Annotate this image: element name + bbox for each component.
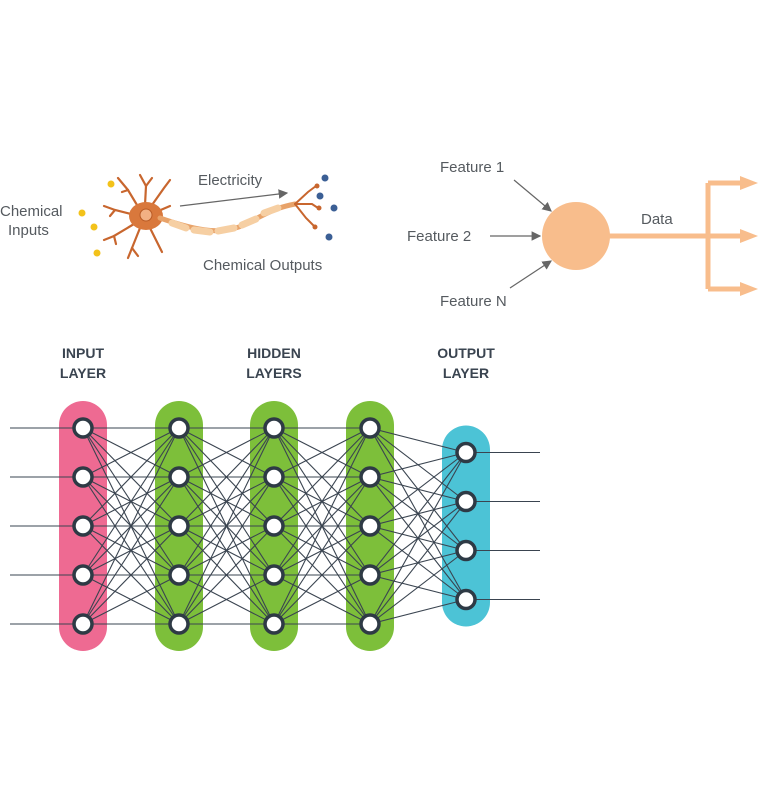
output-chemical-dot [321, 174, 329, 182]
output-node [455, 490, 477, 513]
hidden-layers-title-2: LAYERS [246, 365, 302, 381]
connection-edge [273, 476, 371, 625]
connection-edge [82, 427, 180, 478]
connection-edge [273, 427, 371, 576]
perceptron-diagram: Feature 1 Feature 2 Feature N Data [407, 159, 758, 310]
output-node [455, 441, 477, 464]
electricity-label: Electricity [198, 172, 263, 189]
output-chemical-dot [330, 204, 338, 212]
chemical-inputs-label-line2: Inputs [8, 222, 49, 239]
output-chemical-dot [325, 233, 333, 241]
output-layer-pill [442, 425, 490, 627]
connection-edge [82, 525, 180, 625]
connection-edge [369, 451, 467, 478]
connection-edge [369, 452, 467, 576]
connection-edge [82, 427, 180, 625]
input-node [72, 515, 94, 537]
chemical-outputs-label: Chemical Outputs [203, 257, 322, 274]
connection-edge [82, 574, 180, 625]
data-arrowhead [740, 282, 758, 296]
axon-terminals [294, 185, 319, 227]
connection-edge [178, 574, 275, 625]
feature-2-label: Feature 2 [407, 228, 471, 245]
hidden-node [359, 613, 381, 635]
perceptron-node [542, 202, 610, 270]
input-chemical-dot [78, 209, 86, 217]
output-node [455, 539, 477, 562]
connection-edge [369, 452, 467, 527]
output-layer-title-1: OUTPUT [437, 345, 495, 361]
input-node [72, 466, 94, 488]
myelin-sheath [168, 204, 282, 236]
connection-edge [273, 525, 371, 625]
terminal-bulb [316, 205, 322, 211]
connection-edge [273, 574, 371, 625]
connection-edge [178, 427, 275, 478]
feature-1-label: Feature 1 [440, 159, 504, 176]
chemical-inputs-label-line1: Chemical [0, 203, 63, 220]
neuron-illustration: Chemical Inputs Electricity Chemical Out… [0, 172, 338, 274]
input-chemical-dot [107, 180, 115, 188]
input-node [72, 417, 94, 439]
hidden-layers-title-1: HIDDEN [247, 345, 301, 361]
terminal-bulb [312, 224, 318, 230]
feature-n-arrow [509, 260, 553, 289]
data-arrowhead [740, 176, 758, 190]
connection-edge [82, 427, 180, 527]
output-layer-title-2: LAYER [443, 365, 489, 381]
connection-edge [369, 501, 467, 625]
feature-1-arrow [513, 179, 552, 212]
network-edges [10, 427, 540, 625]
hidden-node [168, 613, 190, 635]
input-node [72, 613, 94, 635]
feature-n-label: Feature N [440, 293, 507, 310]
connection-edge [82, 476, 180, 625]
hidden-node [263, 417, 285, 439]
data-label: Data [641, 211, 673, 228]
connection-edge [178, 476, 275, 625]
neuron-nucleus [139, 208, 153, 222]
hidden-node [359, 417, 381, 439]
hidden-node [263, 466, 285, 488]
terminal-bulb [314, 183, 320, 189]
connection-edge [178, 427, 275, 576]
connection-edge [273, 427, 371, 625]
hidden-node [168, 466, 190, 488]
network-titles: INPUT LAYER HIDDEN LAYERS OUTPUT LAYER [60, 345, 495, 381]
dendrites [102, 173, 172, 260]
data-output-arrows [608, 180, 742, 292]
input-node [72, 564, 94, 586]
hidden-node [359, 466, 381, 488]
electricity-arrow [179, 189, 289, 207]
hidden-node [263, 515, 285, 537]
hidden-node [359, 515, 381, 537]
connection-edge [369, 550, 467, 625]
connection-edge [178, 525, 275, 625]
hidden-node [359, 564, 381, 586]
data-arrowhead [740, 229, 758, 243]
input-layer-title-2: LAYER [60, 365, 106, 381]
input-chemical-dot [93, 249, 101, 257]
output-node [455, 588, 477, 611]
output-chemical-dot [316, 192, 324, 200]
connection-edge [178, 427, 275, 527]
connection-edge [82, 427, 180, 576]
hidden-node [168, 417, 190, 439]
hidden-node [168, 564, 190, 586]
connection-edge [178, 427, 275, 625]
hidden-node [263, 564, 285, 586]
connection-edge [273, 427, 371, 478]
connection-edge [369, 452, 467, 625]
hidden-node [263, 613, 285, 635]
connection-edge [369, 427, 467, 454]
connection-edge [273, 427, 371, 527]
hidden-node [168, 515, 190, 537]
connection-edge [369, 598, 467, 625]
input-layer-title-1: INPUT [62, 345, 104, 361]
neural-network [10, 401, 540, 651]
input-chemical-dot [90, 223, 98, 231]
